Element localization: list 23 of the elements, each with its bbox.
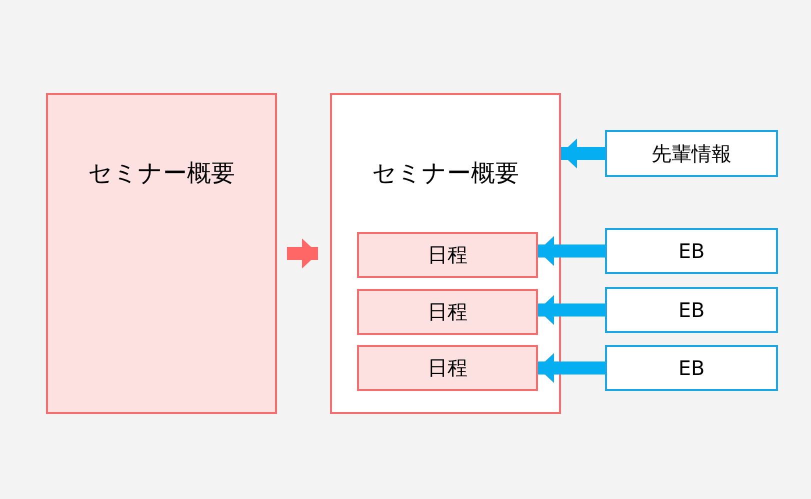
label-box <box>605 345 778 391</box>
label-box <box>605 287 778 333</box>
panel-box <box>330 93 561 414</box>
label-box <box>357 232 538 278</box>
label-box <box>605 228 778 274</box>
arrow <box>538 295 605 325</box>
box-label: EB <box>677 356 706 380</box>
arrow <box>287 238 318 268</box>
label-box <box>357 289 538 335</box>
box-label: 日程 <box>426 298 468 326</box>
box-label: 日程 <box>426 242 468 268</box>
label-box <box>605 130 778 177</box>
arrow <box>561 138 605 168</box>
arrow <box>538 353 605 383</box>
arrow <box>538 236 605 266</box>
panel-box <box>46 93 277 414</box>
box-label: セミナー概要 <box>371 158 520 189</box>
label-box <box>357 345 538 391</box>
box-label: EB <box>677 239 706 263</box>
box-label: 日程 <box>426 354 468 382</box>
box-label: EB <box>677 298 706 322</box>
box-label: セミナー概要 <box>87 158 236 189</box>
box-label: 先輩情報 <box>650 140 732 167</box>
